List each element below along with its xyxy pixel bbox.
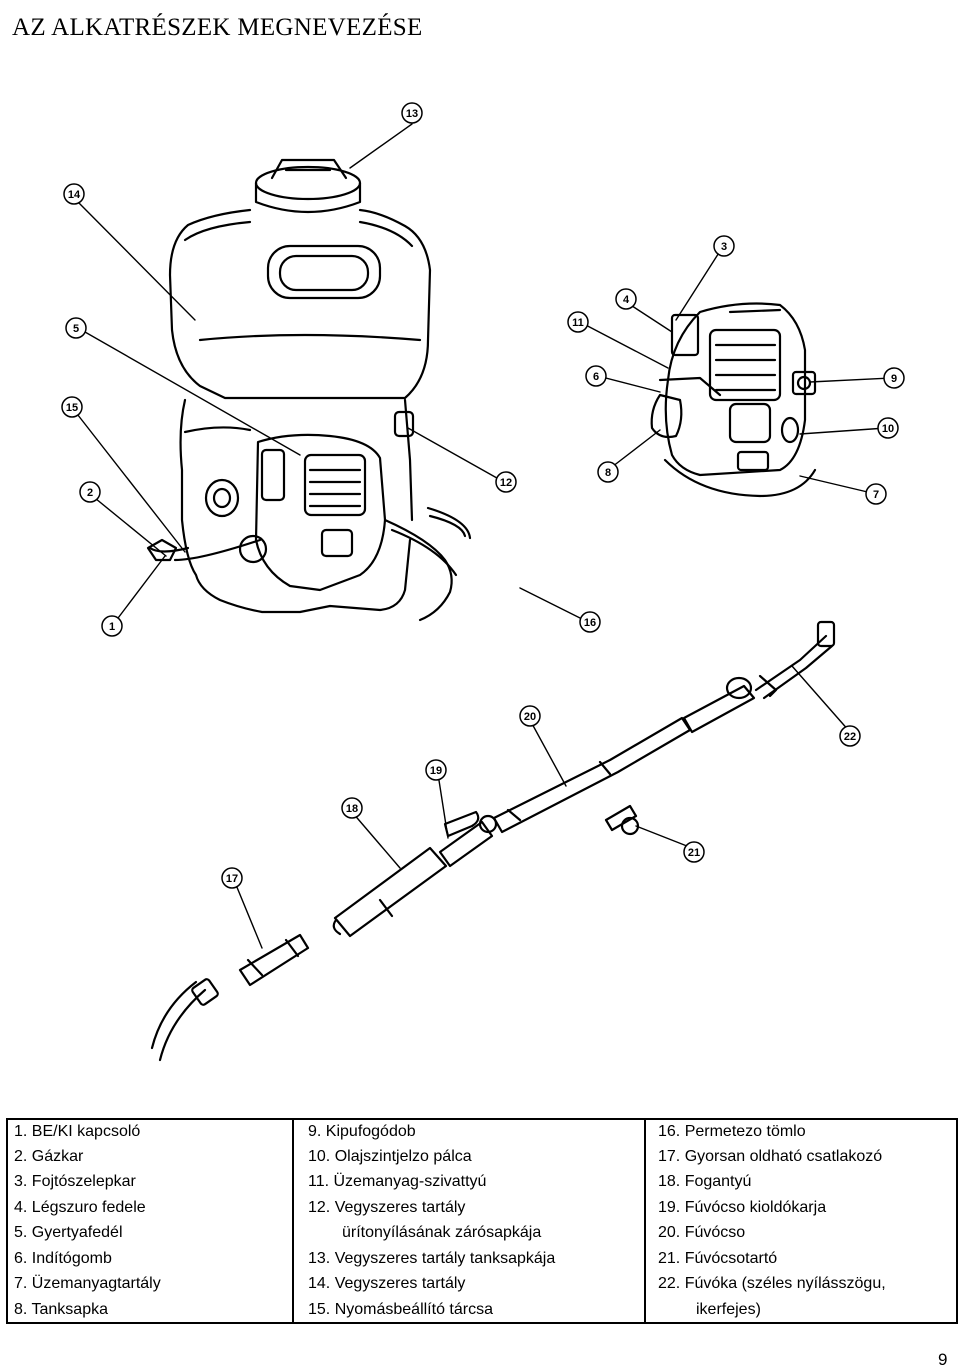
callout-20: 20: [519, 705, 541, 727]
callouts: 13 14 3 4 11 5 6 9 15 10 8 12 2 7 1 16 2…: [61, 102, 905, 889]
callout-13: 13: [401, 102, 423, 124]
svg-text:12: 12: [500, 477, 512, 489]
part-item: 11. Üzemanyag-szivattyú: [308, 1173, 487, 1190]
parts-column-2: 9. Kipufogódob 10. Olajszintjelzo pálca …: [292, 1120, 646, 1322]
part-item: 3. Fojtószelepkar: [14, 1173, 136, 1190]
part-item: 21. Fúvócsotartó: [658, 1250, 778, 1267]
part-item: 20. Fúvócso: [658, 1224, 746, 1241]
callout-15: 15: [61, 396, 83, 418]
svg-text:1: 1: [109, 621, 115, 633]
leader-lines: [73, 123, 893, 949]
svg-text:17: 17: [226, 873, 238, 885]
svg-text:5: 5: [73, 323, 79, 335]
part-item: 19. Fúvócso kioldókarja: [658, 1199, 827, 1216]
svg-text:3: 3: [721, 241, 727, 253]
svg-text:2: 2: [87, 487, 93, 499]
page-title: AZ ALKATRÉSZEK MEGNEVEZÉSE: [12, 14, 423, 41]
svg-text:4: 4: [623, 294, 630, 306]
callout-14: 14: [63, 183, 85, 205]
callout-22: 22: [839, 725, 861, 747]
callout-6: 6: [585, 365, 607, 387]
callout-18: 18: [341, 797, 363, 819]
part-item: 22. Fúvóka (széles nyílásszögu,: [658, 1275, 886, 1292]
svg-text:18: 18: [346, 803, 358, 815]
callout-5: 5: [65, 317, 87, 339]
part-item: 8. Tanksapka: [14, 1301, 108, 1318]
svg-text:20: 20: [524, 711, 536, 723]
part-item: 10. Olajszintjelzo pálca: [308, 1148, 472, 1165]
spray-wand-illustration: [150, 620, 836, 1062]
svg-text:22: 22: [844, 731, 856, 743]
part-item-continuation: ikerfejes): [696, 1301, 761, 1318]
svg-text:16: 16: [584, 617, 596, 629]
callout-3: 3: [713, 235, 735, 257]
part-item: 6. Indítógomb: [14, 1250, 112, 1267]
svg-text:15: 15: [66, 402, 78, 414]
part-item: 4. Légszuro fedele: [14, 1199, 146, 1216]
svg-text:9: 9: [891, 373, 897, 385]
part-item: 14. Vegyszeres tartály: [308, 1275, 466, 1292]
part-item-continuation: ürítonyílásának zárósapkája: [342, 1224, 542, 1241]
part-item: 5. Gyertyafedél: [14, 1224, 123, 1241]
svg-text:19: 19: [430, 765, 442, 777]
svg-text:13: 13: [406, 108, 418, 120]
callout-9: 9: [883, 367, 905, 389]
part-item: 7. Üzemanyagtartály: [14, 1275, 161, 1292]
callout-12: 12: [495, 471, 517, 493]
callout-10: 10: [877, 417, 899, 439]
callout-11: 11: [567, 311, 589, 333]
callout-4: 4: [615, 288, 637, 310]
svg-text:14: 14: [68, 189, 81, 201]
part-item: 18. Fogantyú: [658, 1173, 752, 1190]
callout-16: 16: [579, 611, 601, 633]
part-item: 2. Gázkar: [14, 1148, 84, 1165]
part-item: 9. Kipufogódob: [308, 1123, 416, 1140]
svg-text:8: 8: [605, 467, 611, 479]
callout-17: 17: [221, 867, 243, 889]
svg-text:21: 21: [688, 847, 700, 859]
svg-text:10: 10: [882, 423, 894, 435]
callout-21: 21: [683, 841, 705, 863]
parts-column-3: 16. Permetezo tömlo 17. Gyorsan oldható …: [644, 1120, 956, 1322]
callout-19: 19: [425, 759, 447, 781]
sprayer-parts-drawing: 13 14 3 4 11 5 6 9 15 10 8 12 2 7 1 16 2…: [61, 102, 905, 1062]
part-item: 13. Vegyszeres tartály tanksapkája: [308, 1250, 556, 1267]
part-item: 1. BE/KI kapcsoló: [14, 1123, 141, 1140]
part-item: 17. Gyorsan oldható csatlakozó: [658, 1148, 883, 1165]
svg-text:6: 6: [593, 371, 599, 383]
callout-8: 8: [597, 461, 619, 483]
engine-detail-illustration: [650, 302, 817, 498]
page-number: 9: [938, 1350, 948, 1369]
callout-7: 7: [865, 483, 887, 505]
svg-text:7: 7: [873, 489, 879, 501]
parts-column-1: 1. BE/KI kapcsoló 2. Gázkar 3. Fojtószel…: [8, 1120, 294, 1322]
parts-list-table: 1. BE/KI kapcsoló 2. Gázkar 3. Fojtószel…: [6, 1118, 958, 1324]
callout-2: 2: [79, 481, 101, 503]
part-item: 16. Permetezo tömlo: [658, 1123, 806, 1140]
part-item: 12. Vegyszeres tartály: [308, 1199, 466, 1216]
backpack-sprayer-illustration: [146, 158, 472, 622]
svg-text:11: 11: [572, 317, 584, 329]
callout-1: 1: [101, 615, 123, 637]
part-item: 15. Nyomásbeállító tárcsa: [308, 1301, 493, 1318]
